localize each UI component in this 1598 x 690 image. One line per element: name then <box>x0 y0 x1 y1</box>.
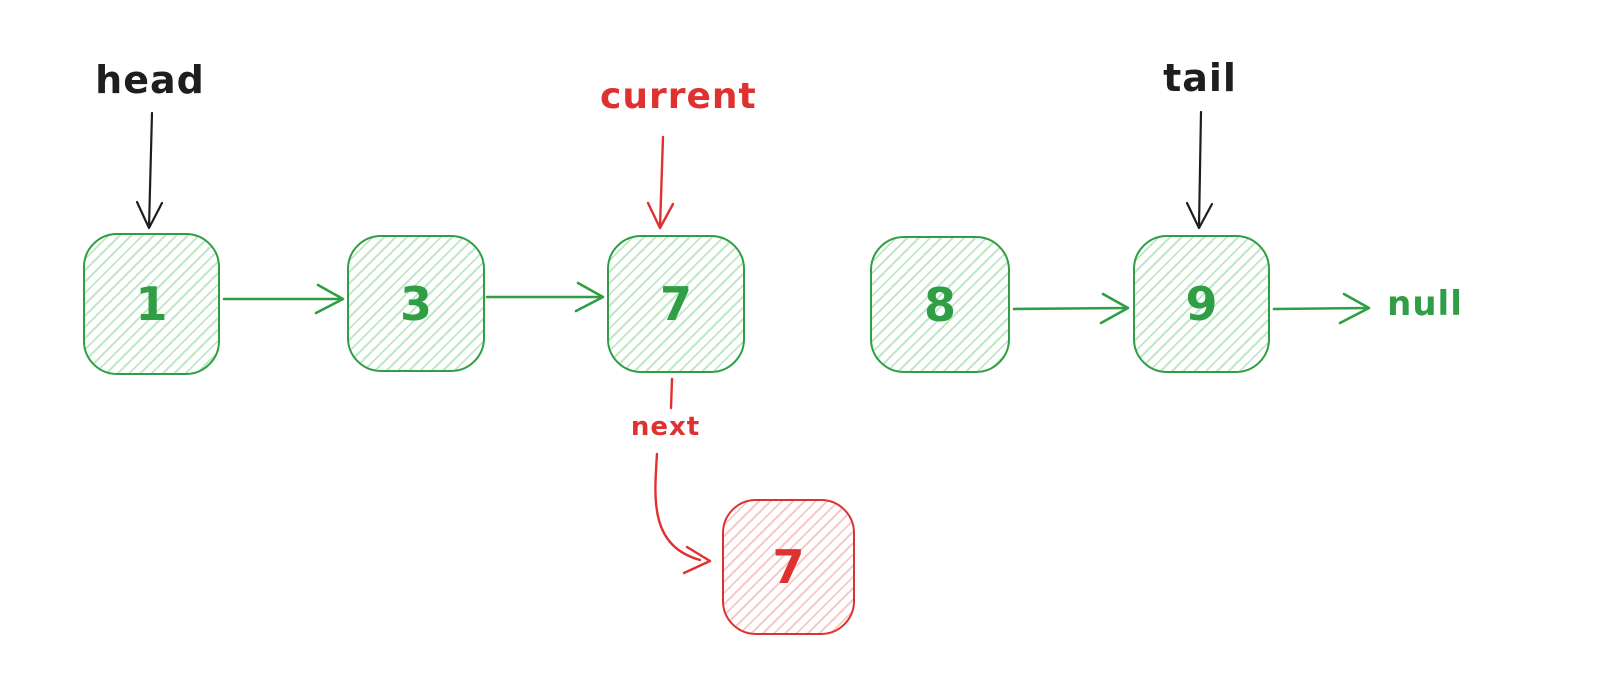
list-node-3: 3 <box>347 235 485 372</box>
arrow-1-to-3 <box>222 283 345 315</box>
next-stub-line <box>669 377 674 410</box>
list-node-1: 1 <box>83 233 220 375</box>
head-arrow <box>135 111 164 230</box>
arrow-3-to-7 <box>485 281 605 313</box>
node-value: 9 <box>1185 277 1218 331</box>
list-node-8: 8 <box>870 236 1010 373</box>
tail-arrow <box>1185 110 1214 230</box>
node-value: 7 <box>659 277 692 331</box>
list-node-7: 7 <box>607 235 745 373</box>
head-pointer-label: head <box>95 58 205 102</box>
node-value: 8 <box>923 277 956 332</box>
list-node-9: 9 <box>1133 235 1270 373</box>
current-pointer-label: current <box>600 76 757 117</box>
node-value: 3 <box>399 276 432 331</box>
next-pointer-label: next <box>630 412 701 442</box>
node-value: 7 <box>772 540 805 594</box>
next-arrow <box>654 452 712 575</box>
arrow-9-to-null <box>1272 292 1371 325</box>
arrow-8-to-9 <box>1012 292 1130 325</box>
tail-pointer-label: tail <box>1163 56 1237 100</box>
node-value: 1 <box>135 277 168 331</box>
new-node-7: 7 <box>722 499 855 635</box>
null-terminator-label: null <box>1387 284 1463 324</box>
current-arrow <box>646 135 675 230</box>
